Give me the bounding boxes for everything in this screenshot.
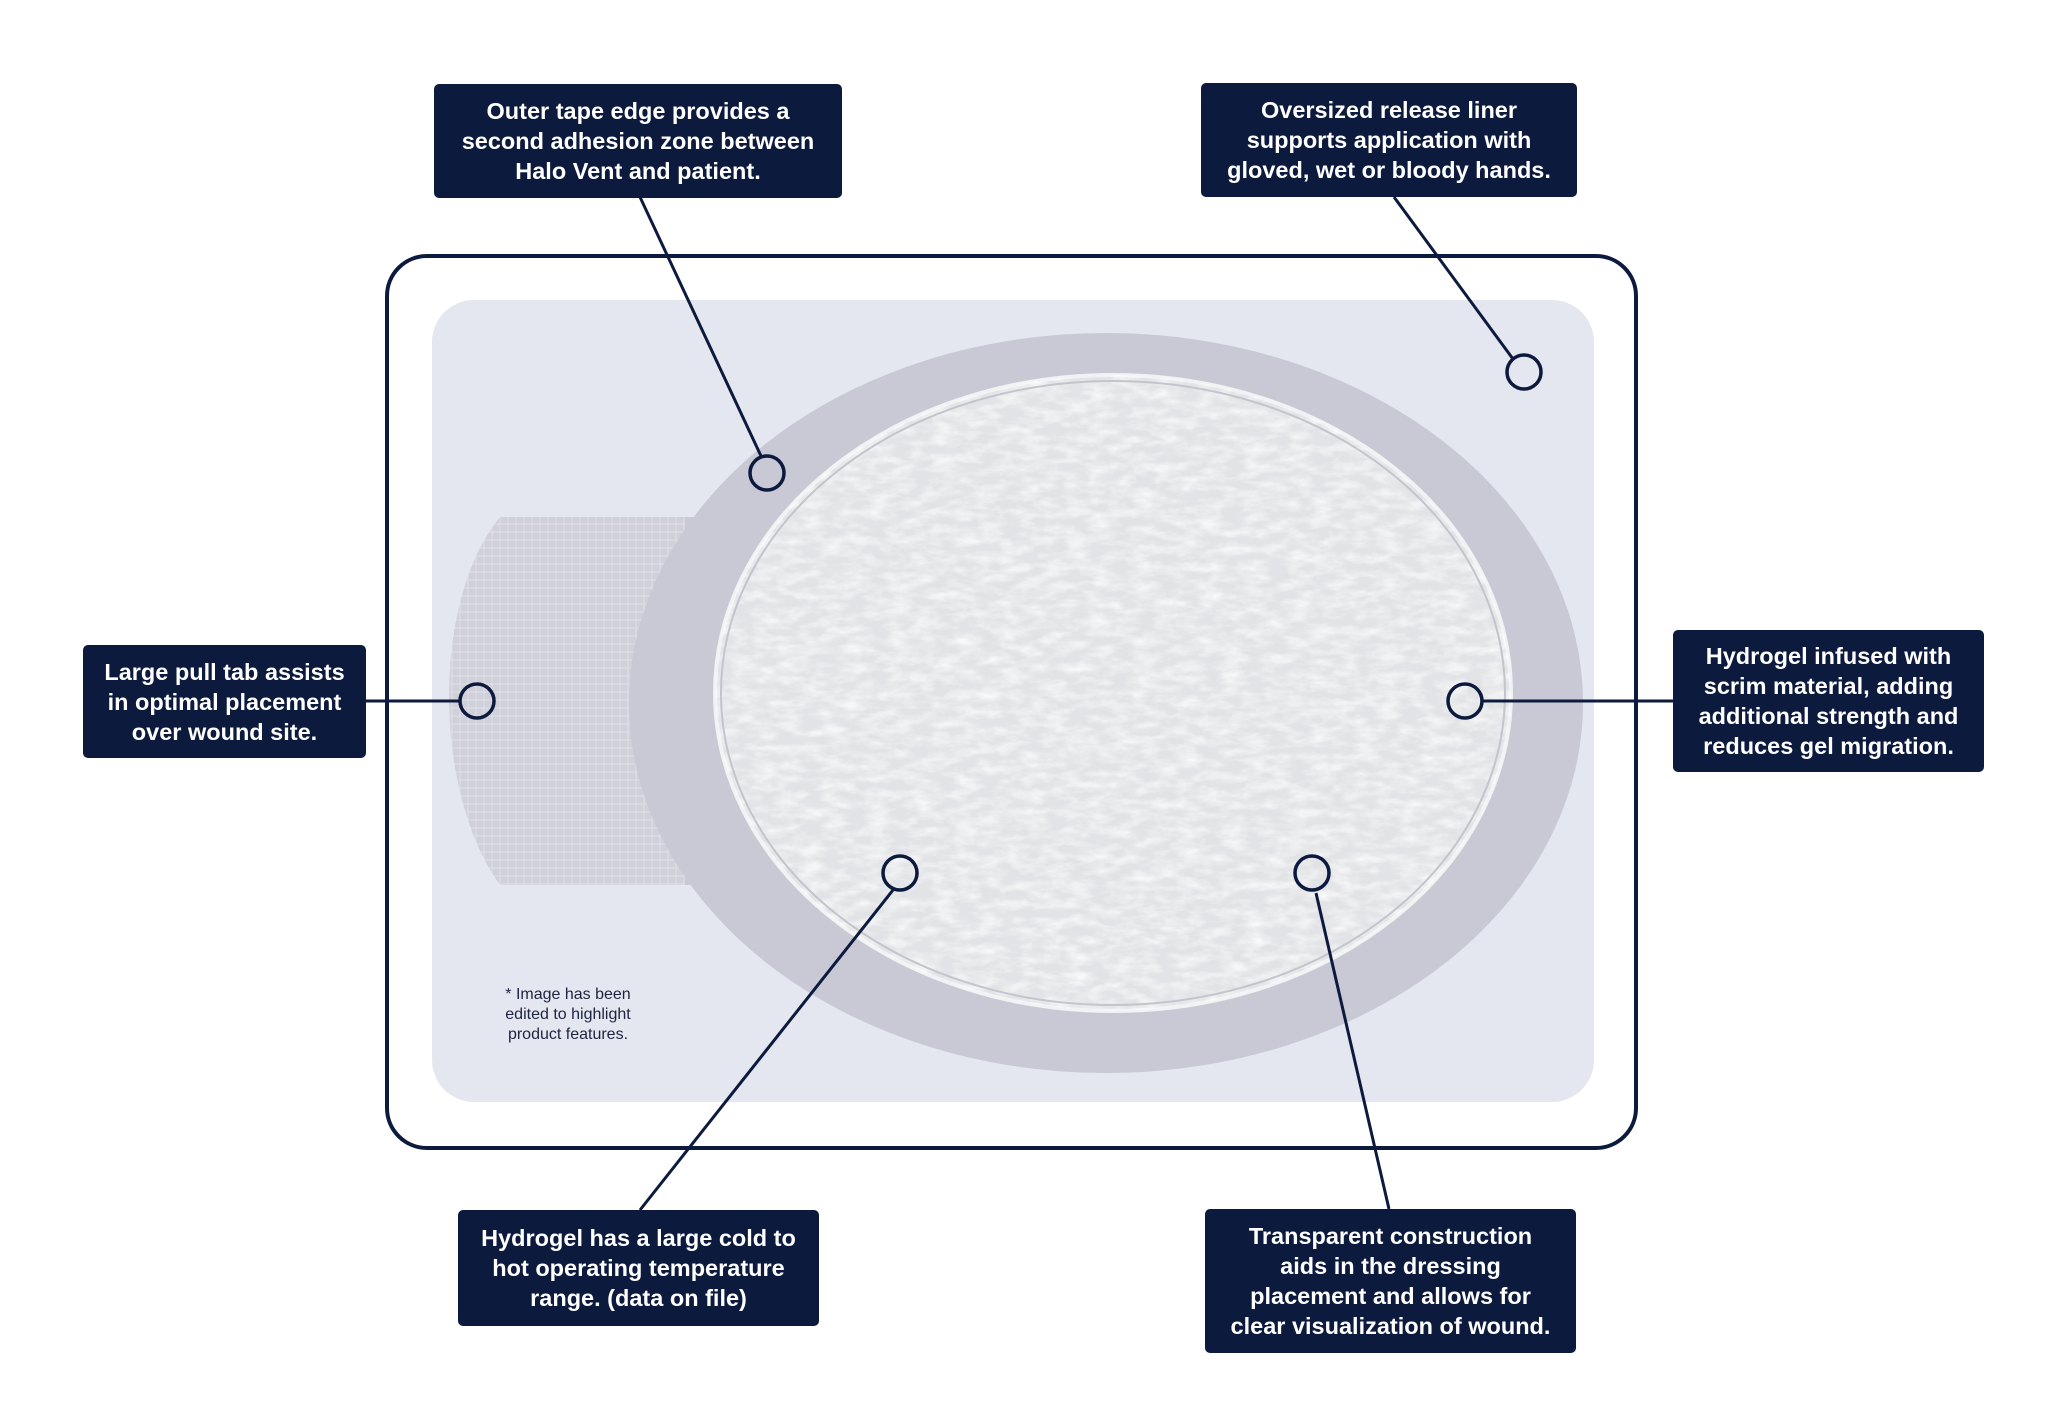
scrim-fibers (715, 375, 1511, 1011)
leader-transparent (1314, 892, 1391, 1210)
callout-release-liner-text: Oversized release liner supports applica… (1227, 97, 1551, 183)
leader-outer-tape (638, 196, 763, 457)
callout-outer-tape: Outer tape edge provides a second adhesi… (434, 84, 842, 198)
callout-release-liner: Oversized release liner supports applica… (1201, 83, 1577, 197)
callout-temperature-text: Hydrogel has a large cold to hot operati… (481, 1225, 796, 1311)
callout-scrim: Hydrogel infused with scrim material, ad… (1673, 630, 1984, 772)
marker-release-liner (1505, 353, 1543, 391)
marker-transparent (1293, 854, 1331, 892)
callout-transparent-text: Transparent construction aids in the dre… (1230, 1223, 1551, 1339)
callout-temperature: Hydrogel has a large cold to hot operati… (458, 1210, 819, 1326)
marker-outer-tape (748, 454, 786, 492)
marker-scrim (1446, 682, 1484, 720)
hydrogel-rim (720, 380, 1506, 1006)
marker-temperature (881, 854, 919, 892)
pull-tab (449, 517, 700, 885)
leader-release-liner (1392, 196, 1515, 360)
leader-temperature (638, 889, 895, 1211)
callout-pull-tab: Large pull tab assists in optimal placem… (83, 645, 366, 758)
callout-scrim-text: Hydrogel infused with scrim material, ad… (1698, 643, 1959, 759)
callout-pull-tab-text: Large pull tab assists in optimal placem… (104, 658, 345, 745)
callout-transparent: Transparent construction aids in the dre… (1205, 1209, 1576, 1353)
marker-pull-tab (458, 682, 496, 720)
footnote: * Image has been edited to highlight pro… (505, 986, 631, 1043)
callout-outer-tape-text: Outer tape edge provides a second adhesi… (461, 98, 815, 184)
